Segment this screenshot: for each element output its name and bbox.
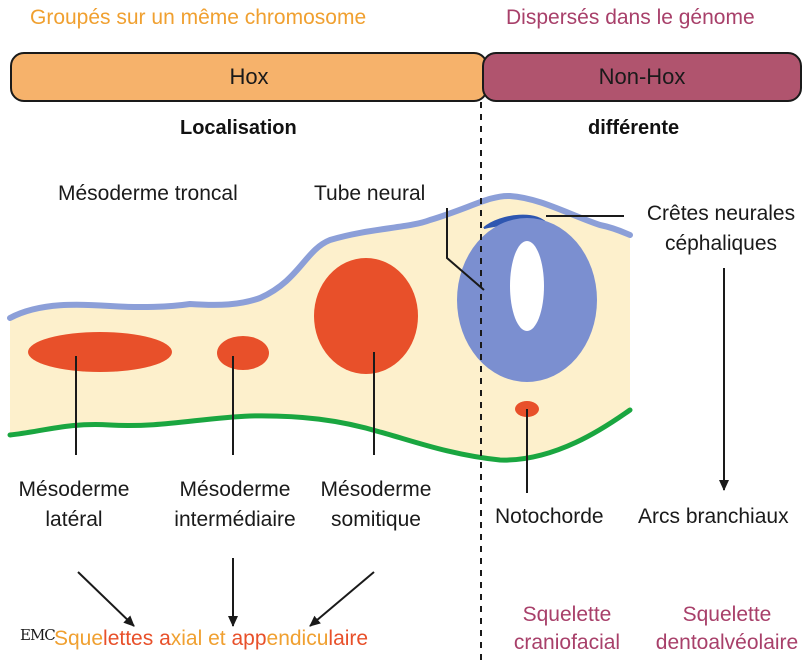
somitique-label: Mésoderme somitique [306,478,446,532]
sq-part-2: xial [170,627,203,650]
craniofacial-line1: Squelette [522,603,612,626]
dentoalveolaire-line1: Squelette [682,603,772,626]
sq-part-1: lettes a [103,627,171,650]
lateral-mesoderm-shape [28,332,172,372]
sq-part-6: laire [328,627,369,650]
intermediate-mesoderm-shape [217,336,269,370]
cretes-line1: Crêtes neurales [646,202,796,225]
intermediaire-label: Mésoderme intermédiaire [160,478,310,532]
squelettes-axial-appendiculaire: Squelettes axial et appendiculaire [54,627,368,651]
mesoderme-troncal-label: Mésoderme troncal [58,182,238,205]
craniofacial-line2: craniofacial [513,631,621,655]
dentoalveolaire-line2: dentoalvéolaire [655,631,799,655]
sq-part-5: endicu [266,627,329,650]
arcs-label: Arcs branchiaux [638,505,789,528]
somitique-line2: somitique [331,508,421,532]
sq-part-3: et [202,627,232,650]
nonhox-bar: Non-Hox [482,52,802,102]
ectoderm-line [7,192,633,321]
differente-label: différente [588,117,680,139]
hox-label: Hox [229,64,269,89]
sq-part-4: app [231,627,267,650]
right-header: Dispersés dans le génome [506,6,755,29]
neural-tube-lumen [510,241,544,331]
localisation-label: Localisation [180,117,297,139]
lateral-line1: Mésoderme [18,478,130,501]
leader-tube-neural [446,208,485,291]
left-header: Groupés sur un même chromosome [30,6,367,29]
somitique-line1: Mésoderme [320,478,432,501]
cretes-label: Crêtes neurales céphaliques [634,202,808,256]
intermediaire-line2: intermédiaire [174,508,296,532]
hox-bar: Hox [10,52,488,102]
sq-part-0: Sque [54,627,104,650]
arrow-lateral-to-skeleton [77,571,135,627]
nonhox-label: Non-Hox [598,64,686,89]
endoderm-line [7,407,633,463]
emc-logo: EMC [20,626,56,644]
intermediaire-line1: Mésoderme [179,478,291,501]
lateral-line2: latéral [45,508,103,532]
dentoalveolaire-label: Squelette dentoalvéolaire [646,603,808,655]
cretes-line2: céphaliques [664,232,778,256]
lateral-label: Mésoderme latéral [4,478,144,532]
craniofacial-label: Squelette craniofacial [492,603,642,655]
arrow-somitic-to-skeleton [309,571,375,627]
somitic-mesoderm-shape [314,258,418,374]
tube-neural-label: Tube neural [314,182,426,205]
notochorde-label: Notochorde [495,505,604,528]
